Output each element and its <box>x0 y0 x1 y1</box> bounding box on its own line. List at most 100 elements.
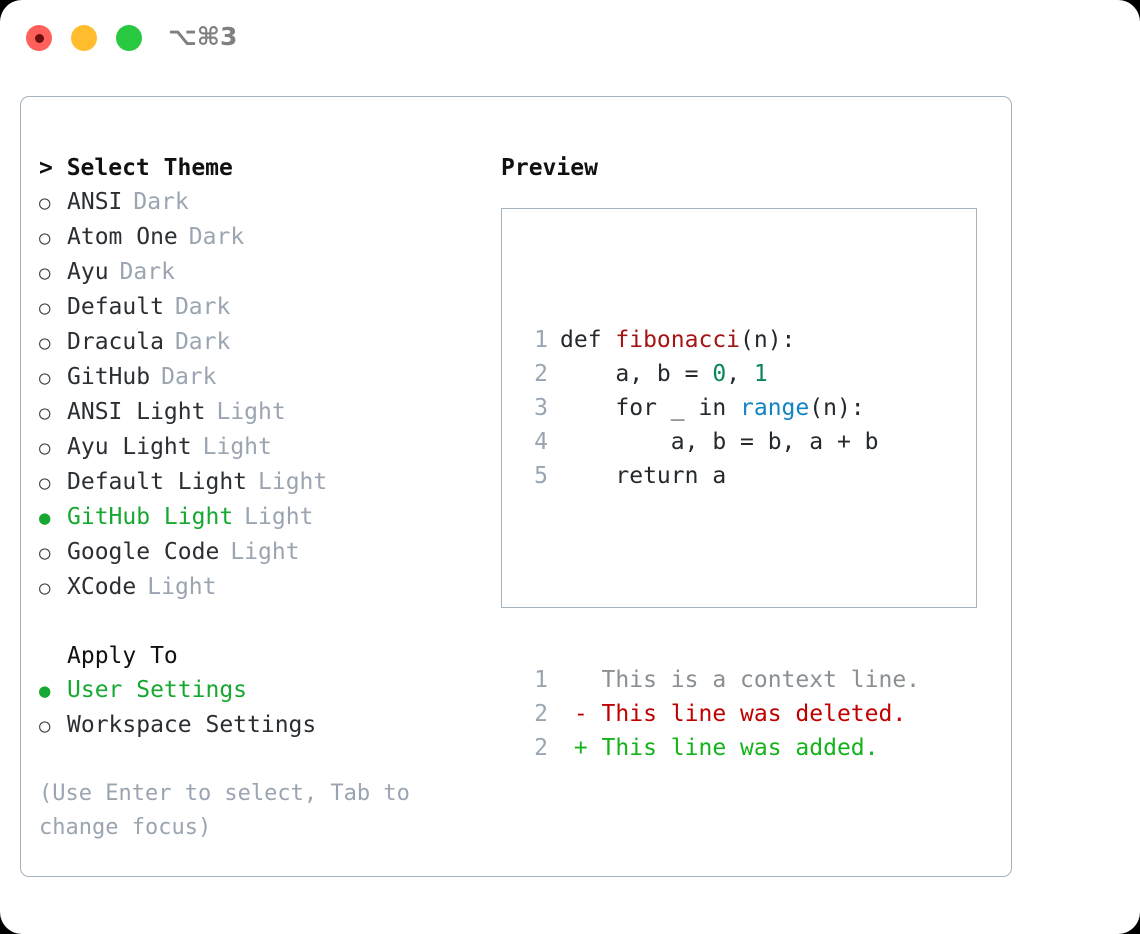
theme-variant-tag: Light <box>244 504 314 530</box>
code-blank-line <box>520 561 920 595</box>
theme-option-label: ANSI Light <box>67 399 206 425</box>
radio-unselected-icon: ○ <box>39 262 51 284</box>
preview-title: Preview <box>501 155 598 181</box>
theme-option[interactable]: ○ ANSI Light Light <box>39 395 479 430</box>
radio-unselected-icon: ○ <box>39 437 51 459</box>
theme-option[interactable]: ○ XCode Light <box>39 570 479 605</box>
theme-option[interactable]: ○ Ayu Dark <box>39 255 479 290</box>
code-line-text: a, b = 0, 1 <box>560 357 768 391</box>
theme-option[interactable]: ○ Google Code Light <box>39 535 479 570</box>
theme-option-label: Dracula <box>67 329 164 355</box>
window-controls <box>26 25 142 51</box>
code-token-plain: a, b = <box>560 361 713 387</box>
theme-variant-tag: Dark <box>119 259 175 285</box>
code-token-plain: (n): <box>809 395 865 421</box>
theme-option-label: GitHub <box>67 364 151 390</box>
radio-unselected-icon: ○ <box>39 227 51 249</box>
theme-variant-tag: Light <box>147 574 217 600</box>
code-line: 4 a, b = b, a + b <box>520 425 920 459</box>
diff-line-text: - This line was deleted. <box>560 701 907 727</box>
theme-option[interactable]: ○ ANSI Dark <box>39 185 479 220</box>
apply-to-option-label: Workspace Settings <box>67 712 317 738</box>
radio-unselected-icon: ○ <box>39 402 51 424</box>
code-token-fn: fibonacci <box>615 327 741 353</box>
diff-lines: 1 This is a context line.2 - This line w… <box>520 663 920 765</box>
line-number: 4 <box>534 429 548 455</box>
diff-line-del: 2 - This line was deleted. <box>520 697 920 731</box>
apply-to-option[interactable]: ● User Settings <box>39 673 479 708</box>
close-button[interactable] <box>26 25 52 51</box>
code-line-text: a, b = b, a + b <box>560 425 879 459</box>
theme-variant-tag: Light <box>216 399 286 425</box>
theme-variant-tag: Dark <box>188 224 245 250</box>
theme-option[interactable]: ○ Ayu Light Light <box>39 430 479 465</box>
diff-line-ctx: 1 This is a context line. <box>520 663 920 697</box>
code-token-plain: , <box>726 361 754 387</box>
apply-to-list[interactable]: ● User Settings ○ Workspace Settings <box>39 673 479 743</box>
theme-variant-tag: Dark <box>161 364 217 390</box>
radio-unselected-icon: ○ <box>39 715 51 737</box>
theme-variant-tag: Light <box>230 539 300 565</box>
theme-option[interactable]: ● GitHub Light Light <box>39 500 479 535</box>
keyboard-hint: (Use Enter to select, Tab to change focu… <box>39 781 424 840</box>
theme-option[interactable]: ○ GitHub Dark <box>39 360 479 395</box>
code-line: 3 for _ in range(n): <box>520 391 920 425</box>
code-line: 5 return a <box>520 459 920 493</box>
code-line: 2 a, b = 0, 1 <box>520 357 920 391</box>
section-spacer <box>39 605 479 639</box>
radio-unselected-icon: ○ <box>39 542 51 564</box>
select-theme-header: > Select Theme <box>39 155 233 181</box>
code-token-num: 0 <box>712 361 727 387</box>
code-token-plain: def <box>560 327 616 353</box>
diff-line-text: This is a context line. <box>560 667 921 693</box>
code-line-text: return a <box>560 459 726 493</box>
maximize-button[interactable] <box>116 25 142 51</box>
theme-variant-tag: Light <box>202 434 272 460</box>
code-token-bi: range <box>740 395 810 421</box>
minimize-button[interactable] <box>71 25 97 51</box>
radio-unselected-icon: ○ <box>39 577 51 599</box>
theme-option-label: Ayu <box>67 259 109 285</box>
apply-to-header: Apply To <box>67 643 178 669</box>
theme-option-label: GitHub Light <box>67 504 234 530</box>
theme-option-label: XCode <box>67 574 137 600</box>
theme-option-label: Default <box>67 294 164 320</box>
theme-variant-tag: Light <box>258 469 328 495</box>
code-token-plain: (n): <box>740 327 796 353</box>
radio-unselected-icon: ○ <box>39 472 51 494</box>
theme-option-label: Google Code <box>67 539 220 565</box>
radio-selected-icon: ● <box>39 507 51 529</box>
diff-line-text: + This line was added. <box>560 735 879 761</box>
radio-unselected-icon: ○ <box>39 192 51 214</box>
apply-to-option[interactable]: ○ Workspace Settings <box>39 708 479 743</box>
theme-option-label: ANSI <box>67 189 123 215</box>
apply-to-option-label: User Settings <box>67 677 248 703</box>
diff-line-add: 2 + This line was added. <box>520 731 920 765</box>
theme-variant-tag: Dark <box>133 189 189 215</box>
theme-option-label: Ayu Light <box>67 434 192 460</box>
radio-selected-icon: ● <box>39 680 51 702</box>
line-number: 1 <box>534 667 548 693</box>
line-number: 3 <box>534 395 548 421</box>
theme-option[interactable]: ○ Default Dark <box>39 290 479 325</box>
theme-variant-tag: Dark <box>174 329 231 355</box>
radio-unselected-icon: ○ <box>39 367 51 389</box>
radio-unselected-icon: ○ <box>39 297 51 319</box>
theme-variant-tag: Dark <box>174 294 231 320</box>
code-token-plain: a, b = b, a + b <box>560 429 879 455</box>
code-token-plain: for _ in <box>560 395 741 421</box>
keyboard-shortcut-label: ⌥⌘3 <box>168 22 238 51</box>
title-bar: ⌥⌘3 <box>0 0 1140 78</box>
code-token-num: 1 <box>753 361 768 387</box>
